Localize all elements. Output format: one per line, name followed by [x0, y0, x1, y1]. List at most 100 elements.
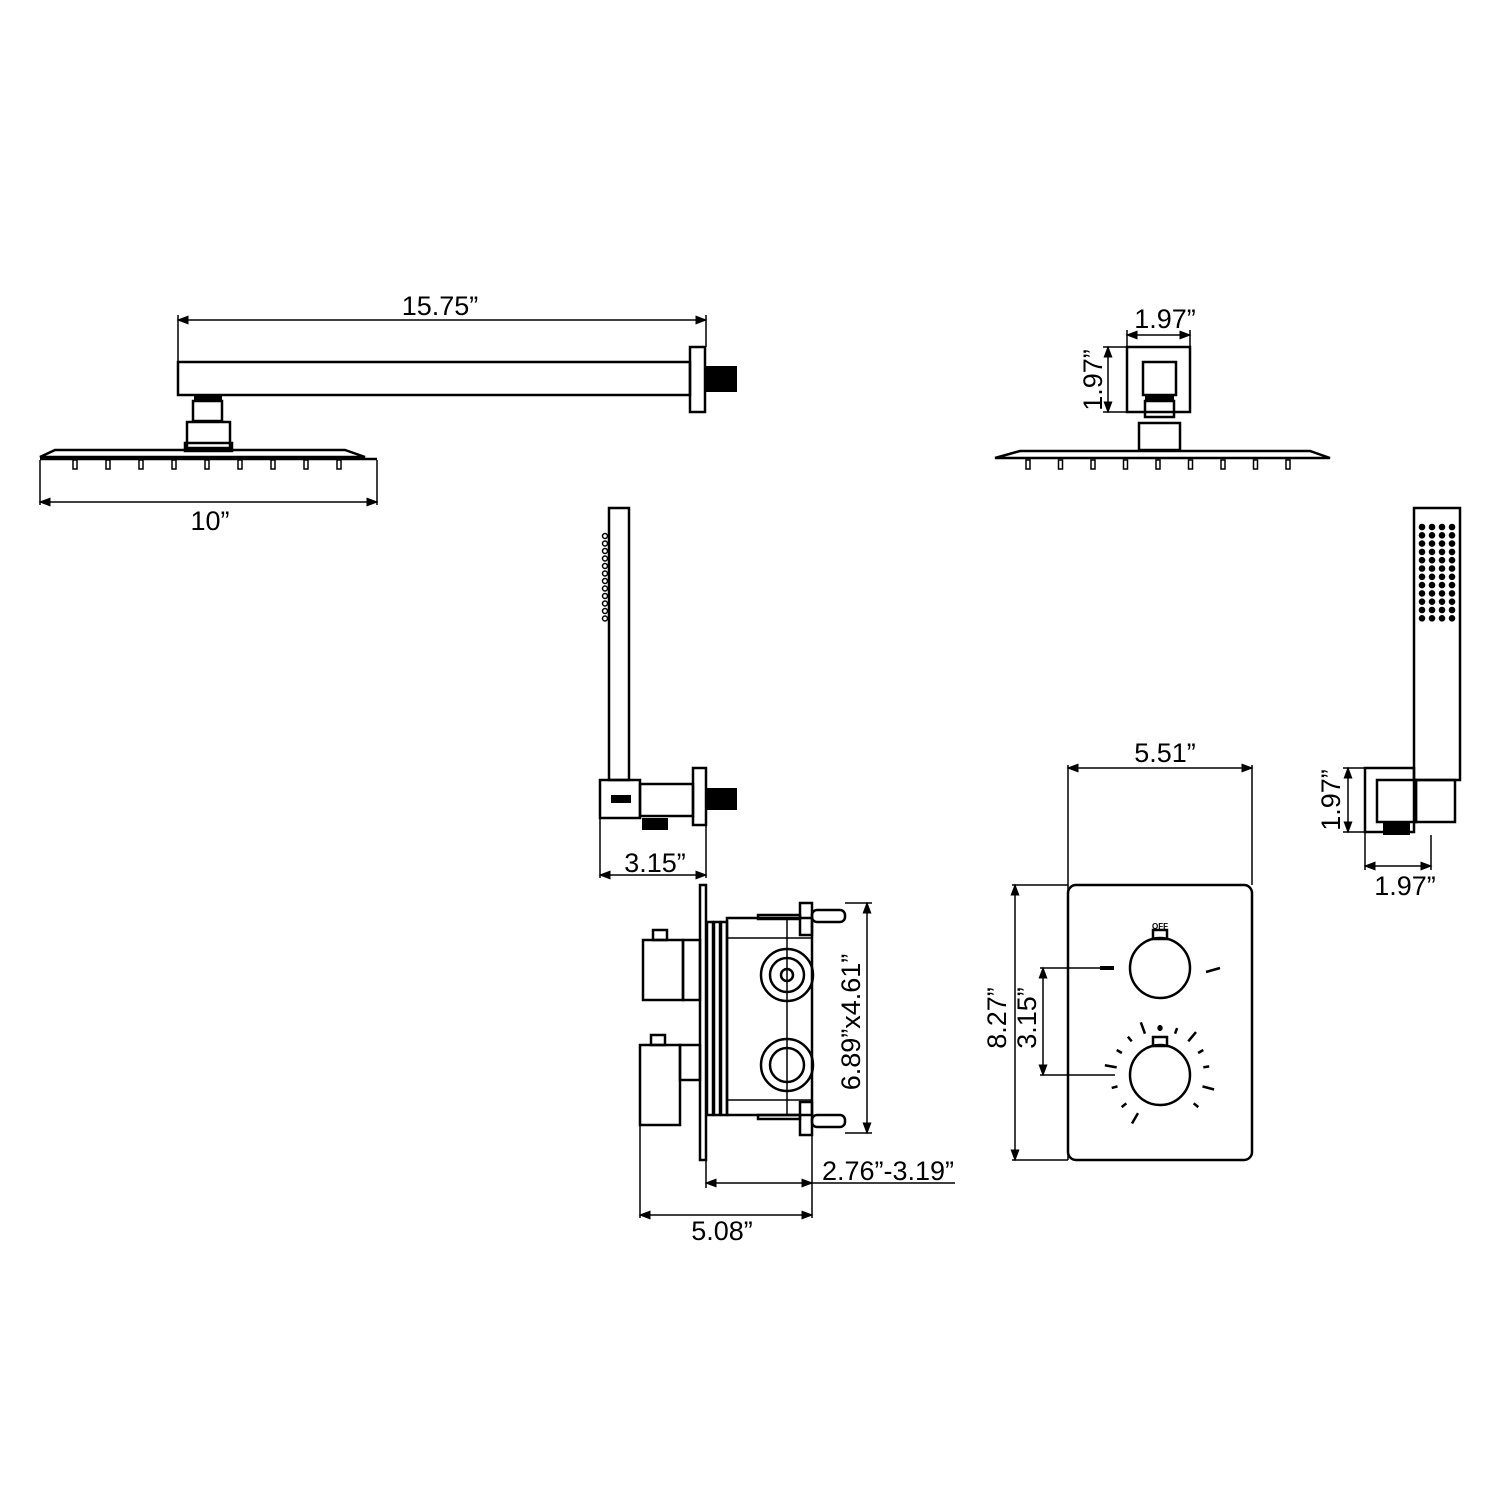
- nozzle: [601, 592, 609, 600]
- nozzle: [1418, 540, 1426, 547]
- scale-tick: [1203, 1065, 1210, 1069]
- nozzle: [1448, 606, 1456, 614]
- rain-head-side-view: 15.75” 10”: [38, 291, 737, 536]
- nozzle: [601, 540, 609, 547]
- knob-spacing-label: 3.15”: [1012, 987, 1042, 1049]
- nozzles: [72, 459, 342, 470]
- flange-width-label: 1.97”: [1134, 304, 1196, 334]
- scale-tick: [1126, 1035, 1133, 1043]
- nozzle: [1428, 523, 1436, 531]
- nozzle: [72, 459, 78, 470]
- thread: [706, 366, 737, 392]
- nozzle: [1187, 459, 1194, 470]
- head-width-label: 10”: [190, 506, 229, 536]
- nozzle: [1122, 459, 1129, 470]
- nozzle: [1438, 532, 1446, 539]
- nozzle: [1252, 459, 1259, 470]
- scale-tick: [1202, 1085, 1215, 1091]
- holder-depth-label: 3.15”: [624, 848, 686, 878]
- nozzle: [1428, 556, 1436, 564]
- nozzle: [1438, 540, 1446, 547]
- nozzle: [1448, 540, 1456, 547]
- nozzle: [1438, 590, 1446, 597]
- nozzle: [1448, 615, 1456, 622]
- nozzle: [237, 459, 243, 470]
- nozzle: [1448, 581, 1456, 589]
- nozzle: [1418, 606, 1426, 614]
- nozzle: [1428, 565, 1436, 572]
- scale-tick: [1139, 1021, 1147, 1035]
- nozzle: [1057, 459, 1064, 470]
- fins: [705, 920, 729, 1117]
- nozzle: [138, 459, 144, 470]
- nozzle: [1448, 523, 1456, 531]
- holder-height-label: 1.97”: [1316, 769, 1346, 831]
- nozzle: [1448, 590, 1456, 597]
- nozzle: [1418, 548, 1426, 556]
- nozzle: [1428, 548, 1436, 556]
- trim-plate-front-view: 5.51” 8.27” 3.15” OFF: [982, 738, 1254, 1162]
- nozzle: [601, 577, 609, 585]
- nozzle: [1418, 615, 1426, 622]
- nozzle: [1428, 573, 1436, 581]
- flange-height-label: 1.97”: [1078, 349, 1108, 411]
- nozzle: [1428, 581, 1436, 589]
- scale-tick: [1116, 1048, 1123, 1055]
- nozzle: [1090, 459, 1096, 470]
- holder-width-label: 1.97”: [1374, 871, 1436, 901]
- rain-head-plate-front: [994, 449, 1331, 460]
- scale-tick: [1130, 1112, 1140, 1125]
- nozzle: [1438, 548, 1446, 556]
- nozzle: [1418, 573, 1426, 581]
- nozzle: [1448, 548, 1456, 556]
- nozzle: [1428, 598, 1436, 605]
- nozzle: [601, 607, 609, 615]
- nozzle: [1438, 606, 1446, 614]
- valve-size-label: 6.89”x4.61”: [836, 954, 866, 1091]
- nozzle: [1438, 598, 1446, 605]
- nozzle: [601, 585, 609, 592]
- square-flange: [1125, 345, 1192, 414]
- nozzle: [1448, 532, 1456, 539]
- nozzle: [1418, 598, 1426, 605]
- trim-plate: [1066, 883, 1254, 1162]
- nozzle: [1418, 565, 1426, 572]
- nozzle: [1438, 581, 1446, 589]
- nozzle: [204, 459, 210, 470]
- nozzle: [303, 459, 309, 470]
- nozzle: [1285, 459, 1291, 470]
- scale-tick: [1120, 1102, 1128, 1109]
- scale-tick: [1111, 1085, 1118, 1090]
- nozzle: [1438, 523, 1446, 531]
- spray-nozzles: [601, 532, 609, 622]
- plate-height-label: 8.27”: [982, 987, 1012, 1049]
- nozzle: [105, 459, 111, 470]
- nozzles: [1025, 459, 1291, 470]
- nozzle: [601, 547, 609, 555]
- rain-head-front-view: 1.97” 1.97”: [994, 304, 1331, 470]
- nozzle: [1428, 532, 1436, 539]
- outlet-port: [759, 1037, 815, 1093]
- nozzle: [1025, 459, 1031, 470]
- nozzle: [601, 555, 609, 562]
- nozzle: [601, 600, 609, 607]
- nozzle: [1428, 615, 1436, 622]
- total-depth-label: 5.08”: [691, 1216, 753, 1246]
- nozzle: [1418, 590, 1426, 597]
- valve-body-side-view: 6.89”x4.61” 2.76”-3.19” 5.08”: [638, 883, 955, 1246]
- nozzle: [1448, 598, 1456, 605]
- scale-tick: [1173, 1027, 1179, 1035]
- scale-tick: [1104, 1064, 1117, 1069]
- off-label: OFF: [1152, 922, 1168, 931]
- rain-head-plate: [39, 448, 366, 459]
- wall-flange: [688, 345, 707, 414]
- spray-nozzles: [1418, 523, 1456, 622]
- nozzle: [1438, 565, 1446, 572]
- outlet-port: [759, 947, 815, 1003]
- nozzle: [1155, 459, 1161, 470]
- nozzle: [336, 459, 342, 470]
- nozzle: [601, 532, 609, 540]
- nozzle: [1428, 540, 1436, 547]
- depth-range-label: 2.76”-3.19”: [822, 1156, 954, 1186]
